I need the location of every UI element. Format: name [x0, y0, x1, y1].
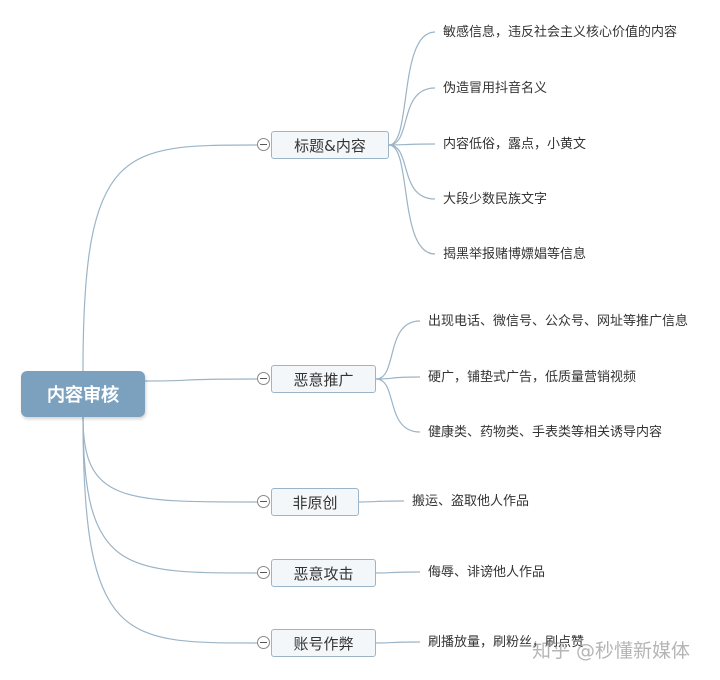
branch-node-non-original[interactable]: 非原创 [271, 488, 359, 516]
leaf-plagiarism[interactable]: 搬运、盗取他人作品 [412, 494, 530, 509]
leaf-minority-text[interactable]: 大段少数民族文字 [443, 192, 548, 207]
branch-leaf-link [388, 144, 436, 200]
leaf-inducement[interactable]: 健康类、药物类、手表类等相关诱导内容 [428, 425, 663, 440]
branch-node-malicious-promo[interactable]: 恶意推广 [271, 365, 376, 393]
leaf-hard-ads[interactable]: 硬广，铺垫式广告，低质量营销视频 [428, 370, 637, 385]
root-link [82, 416, 258, 503]
root-link [144, 378, 258, 382]
leaf-exposure-report[interactable]: 揭黑举报赌博嫖娼等信息 [443, 247, 587, 262]
branch-leaf-link [358, 500, 405, 503]
leaf-impersonation[interactable]: 伪造冒用抖音名义 [443, 81, 548, 96]
collapse-toggle-icon[interactable] [257, 372, 270, 385]
branch-leaf-link [375, 376, 421, 380]
branch-leaf-link [388, 143, 436, 146]
root-node[interactable]: 内容审核 [21, 371, 145, 417]
leaf-sensitive-info[interactable]: 敏感信息，违反社会主义核心价值的内容 [443, 25, 678, 40]
collapse-toggle-icon[interactable] [257, 566, 270, 579]
branch-node-account-cheating[interactable]: 账号作弊 [271, 629, 376, 657]
root-link [82, 416, 258, 574]
branch-leaf-link [375, 378, 421, 433]
leaf-fake-stats[interactable]: 刷播放量，刷粉丝，刷点赞 [428, 635, 585, 650]
collapse-toggle-icon[interactable] [257, 138, 270, 151]
root-link [82, 144, 258, 372]
branch-leaf-link [388, 87, 436, 146]
collapse-toggle-icon[interactable] [257, 636, 270, 649]
branch-node-title-content[interactable]: 标题&内容 [271, 131, 389, 159]
leaf-vulgar-content[interactable]: 内容低俗，露点，小黄文 [443, 137, 587, 152]
branch-leaf-link [375, 641, 421, 644]
branch-node-malicious-attack[interactable]: 恶意攻击 [271, 559, 376, 587]
watermark: 知乎 @秒懂新媒体 [532, 640, 691, 662]
leaf-contact-promo[interactable]: 出现电话、微信号、公众号、网址等推广信息 [428, 314, 689, 329]
root-link [82, 416, 258, 644]
collapse-toggle-icon[interactable] [257, 495, 270, 508]
branch-leaf-link [375, 320, 421, 380]
branch-leaf-link [388, 144, 436, 255]
leaf-insult[interactable]: 侮辱、诽谤他人作品 [428, 565, 546, 580]
branch-leaf-link [388, 31, 436, 146]
branch-leaf-link [375, 571, 421, 574]
